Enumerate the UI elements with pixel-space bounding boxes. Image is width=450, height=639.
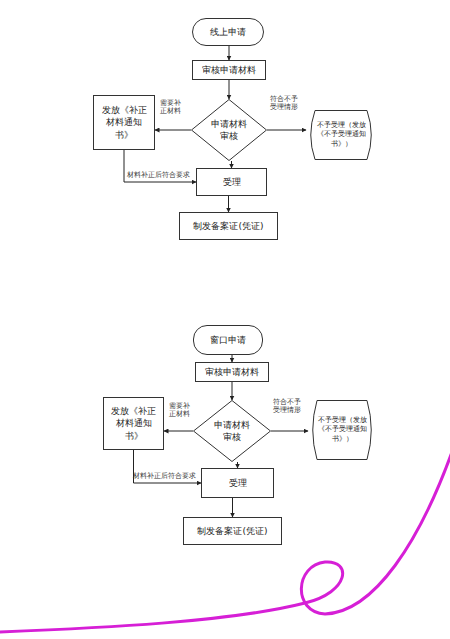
diamond-outline <box>191 99 267 161</box>
node-text: 发放《补正材料通知书》 <box>94 104 154 140</box>
node-text: 制发备案证(凭证) <box>193 525 271 537</box>
process-box: 审核申请材料 <box>192 60 266 80</box>
edge-label: 材料补正后符合要求 <box>127 171 197 179</box>
node-text: 不予受理（发放《不予受理通知书》） <box>306 121 376 149</box>
edge-label: 需要补正材料 <box>160 99 186 116</box>
process-box: 受理 <box>196 168 267 196</box>
edge-label: 符合不予受理情形 <box>273 398 307 415</box>
node-text: 窗口申请 <box>206 334 250 346</box>
start-terminal: 线上申请 <box>192 18 264 46</box>
process-box: 受理 <box>201 468 274 498</box>
end-terminal: 不予受理（发放《不予受理通知书》） <box>308 400 376 460</box>
node-text: 审核申请材料 <box>198 64 260 76</box>
flow-arrow <box>267 130 306 131</box>
process-box: 发放《补正材料通知书》 <box>93 95 155 150</box>
shape-outline <box>192 100 267 161</box>
node-text: 不予受理（发放《不予受理通知书》） <box>308 416 376 444</box>
edge-label: 符合不予受理情形 <box>270 95 304 112</box>
process-box: 审核申请材料 <box>195 362 269 382</box>
flow-arrow <box>229 46 230 60</box>
flow-arrow <box>271 431 308 432</box>
process-box: 制发备案证(凭证) <box>183 517 282 545</box>
flow-arrow <box>124 150 196 182</box>
start-terminal: 窗口申请 <box>193 325 263 355</box>
flow-arrow <box>229 80 230 99</box>
node-text: 发放《补正材料通知书》 <box>104 405 163 441</box>
flow-arrow <box>232 382 233 400</box>
flow-arrow <box>155 130 191 131</box>
flow-arrow <box>164 431 193 432</box>
edge-label: 材料补正后符合要求 <box>133 472 203 480</box>
flow-arrow <box>228 196 229 212</box>
flow-arrow <box>231 161 232 168</box>
node-text: 申请材料审核 <box>193 419 271 443</box>
shape-outline <box>194 401 271 462</box>
node-text: 线上申请 <box>206 26 250 38</box>
node-text: 受理 <box>225 477 251 489</box>
decision-diamond: 申请材料审核 <box>193 400 271 462</box>
process-box: 发放《补正材料通知书》 <box>103 397 164 450</box>
node-text: 受理 <box>219 176 245 188</box>
decision-diamond: 申请材料审核 <box>191 99 267 161</box>
flow-arrow <box>232 498 233 517</box>
flow-arrow <box>232 355 233 362</box>
node-text: 申请材料审核 <box>191 118 267 142</box>
edge-label: 需要补正材料 <box>169 402 195 419</box>
end-terminal: 不予受理（发放《不予受理通知书》） <box>306 110 376 160</box>
diamond-outline <box>193 400 271 462</box>
process-box: 制发备案证(凭证) <box>179 212 278 240</box>
swirl-line <box>0 452 450 632</box>
node-text: 审核申请材料 <box>201 366 263 378</box>
node-text: 制发备案证(凭证) <box>189 220 267 232</box>
